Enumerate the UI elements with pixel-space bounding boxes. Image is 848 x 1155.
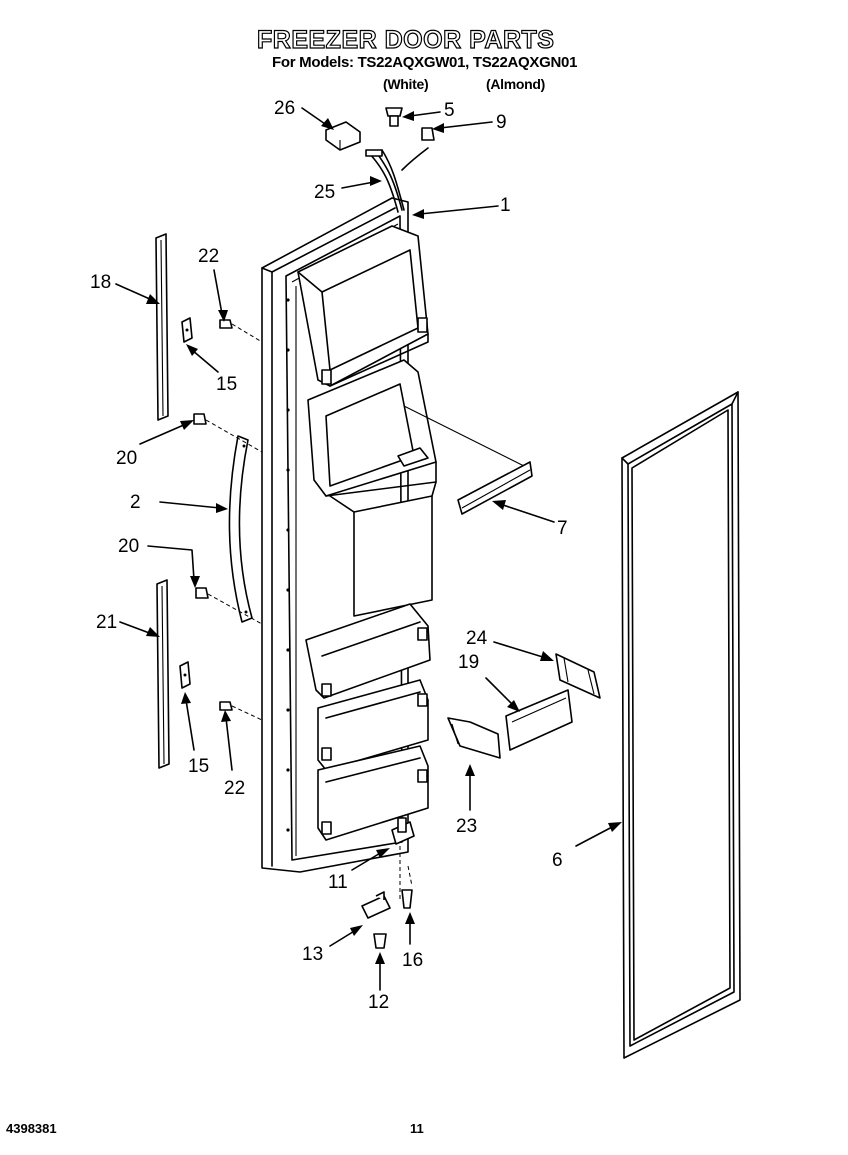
part-2-handle [228,435,253,623]
part-15-clip-upper [181,317,193,343]
callout-15-upper: 15 [216,374,237,395]
callout-25: 25 [314,182,335,203]
callout-7: 7 [557,518,568,539]
callout-11: 11 [328,872,348,893]
callout-16: 16 [402,950,423,971]
part-22-screw-lower [219,701,263,721]
document-code: 4398381 [6,1121,57,1136]
part-5-plug [385,107,403,127]
part-19-panel [505,689,573,751]
part-11-hinge-pin [391,817,415,900]
variant-almond-label: (Almond) [486,76,546,92]
part-24-cover [555,653,601,699]
part-1-door-assembly [261,197,533,873]
callout-15-lower: 15 [188,756,209,777]
callout-22-upper: 22 [198,246,219,267]
page-number: 11 [410,1121,424,1136]
callout-1: 1 [500,195,511,216]
part-21-trim-strip [156,579,170,769]
door-edge-holes [286,298,290,832]
part-12-screw [373,933,387,949]
callout-26: 26 [274,98,295,119]
models-line: For Models: TS22AQXGW01, TS22AQXGN01 [272,54,578,71]
leader-lines [115,107,622,991]
callout-12: 12 [368,992,389,1013]
callout-22-lower: 22 [224,778,245,799]
part-18-trim-strip [155,233,169,421]
part-13-hinge-bracket [361,891,391,919]
callout-20-upper: 20 [116,448,137,469]
callout-18: 18 [90,272,111,293]
callout-13: 13 [302,944,323,965]
part-7-bracket [457,461,533,515]
part-25-wire-harness [365,147,429,213]
page-title: FREEZER DOOR PARTS [256,25,555,54]
part-26-connector [325,121,361,151]
part-15-clip-lower [179,661,191,689]
part-22-screw-upper [219,319,263,343]
part-23-bracket [447,717,501,759]
callout-2: 2 [130,492,141,513]
callout-6: 6 [552,850,563,871]
part-20-screw-upper [193,413,263,453]
callout-24: 24 [466,628,488,649]
part-9-fitting [421,127,435,141]
part-6-door-gasket [621,391,741,1059]
callout-21: 21 [96,612,117,633]
part-20-screw-lower [195,587,263,625]
callout-5: 5 [444,100,455,121]
callout-23: 23 [456,816,477,837]
variant-white-label: (White) [383,76,429,92]
callout-20-lower: 20 [118,536,139,557]
part-16-screw [401,865,413,909]
callout-19: 19 [458,652,479,673]
callout-9: 9 [496,112,507,133]
